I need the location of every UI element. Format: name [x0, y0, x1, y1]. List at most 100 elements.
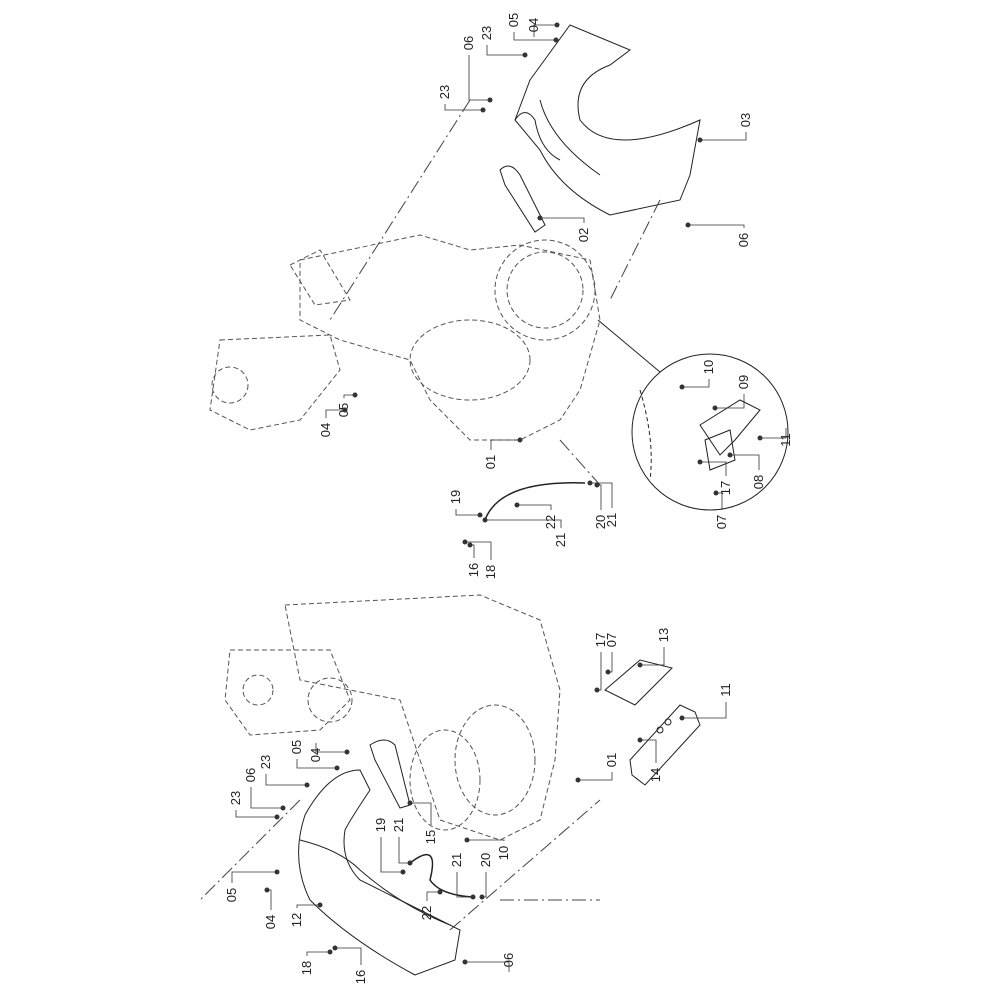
- callout-02: 02: [537, 215, 591, 242]
- fastener-marker: [605, 669, 611, 675]
- fastener-marker: [522, 52, 528, 58]
- callout-06: 06: [462, 953, 516, 972]
- callout-20: 20: [593, 482, 608, 529]
- plate-13-14: [604, 659, 701, 786]
- leader-line: [640, 647, 665, 666]
- callout-number: 15: [423, 830, 438, 844]
- callout-number: 14: [648, 768, 663, 782]
- callout-number: 21: [449, 853, 464, 867]
- callout-number: 10: [701, 360, 716, 374]
- callout-number: 02: [576, 228, 591, 242]
- leader-line: [380, 837, 403, 873]
- fastener-marker: [477, 512, 483, 518]
- leader-line: [485, 519, 562, 528]
- leader-line: [715, 394, 745, 409]
- callout-number: 09: [736, 375, 751, 389]
- callout-07: 07: [713, 490, 729, 529]
- cover-12: [298, 769, 461, 976]
- hose-22-lower: [409, 853, 474, 898]
- leader-line: [467, 839, 505, 841]
- callout-number: 22: [543, 515, 558, 529]
- callout-number: 20: [478, 853, 493, 867]
- fastener-marker: [274, 869, 280, 875]
- fastener-marker: [637, 662, 643, 668]
- leader-line: [267, 889, 272, 910]
- fastener-marker: [317, 902, 323, 908]
- leader-line: [265, 774, 307, 786]
- leader-line: [608, 652, 613, 673]
- leader-line: [455, 509, 480, 516]
- fastener-marker: [575, 777, 581, 783]
- callout-06: 06: [461, 36, 493, 103]
- callout-03: 03: [697, 113, 753, 143]
- callout-number: 18: [483, 565, 498, 579]
- leader-line: [296, 759, 337, 769]
- callout-number: 23: [258, 755, 273, 769]
- callout-number: 01: [604, 753, 619, 767]
- callout-number: 06: [736, 233, 751, 247]
- callout-12: 12: [289, 902, 323, 927]
- callout-number: 05: [289, 740, 304, 754]
- leader-line: [682, 702, 727, 719]
- fastener-marker: [594, 687, 600, 693]
- leader-line: [730, 454, 760, 470]
- callout-17: 17: [593, 633, 608, 693]
- leader-line: [468, 55, 490, 101]
- fastener-marker: [727, 452, 733, 458]
- callout-20: 20: [478, 853, 493, 900]
- leader-line: [410, 802, 432, 825]
- fastener-marker: [464, 837, 470, 843]
- leader-line: [444, 104, 483, 111]
- callout-number: 10: [496, 846, 511, 860]
- callout-number: 16: [353, 970, 368, 984]
- callout-number: 04: [263, 915, 278, 929]
- callout-06: 06: [243, 768, 286, 811]
- callout-16: 16: [466, 542, 481, 577]
- callout-16: 16: [332, 945, 368, 984]
- leader-line: [306, 951, 330, 956]
- callout-number: 18: [299, 961, 314, 975]
- leader-line: [540, 217, 585, 223]
- fastener-marker: [482, 517, 488, 523]
- leader-line: [640, 739, 657, 763]
- callout-14: 14: [637, 737, 663, 782]
- callout-number: 17: [718, 481, 733, 495]
- leader-line: [486, 45, 525, 56]
- callout-number: 06: [461, 36, 476, 50]
- fastener-marker: [334, 765, 340, 771]
- callout-17: 17: [697, 459, 733, 495]
- callout-23: 23: [437, 85, 486, 113]
- leader-line: [465, 961, 510, 972]
- callout-11: 11: [757, 428, 793, 447]
- leader-line: [517, 504, 552, 510]
- callout-number: 04: [318, 423, 333, 437]
- callout-number: 04: [526, 18, 541, 32]
- fastener-marker: [342, 407, 348, 413]
- callout-15: 15: [407, 800, 438, 844]
- callout-number: 21: [604, 513, 619, 527]
- callout-23: 23: [479, 26, 528, 58]
- leader-line: [760, 428, 787, 439]
- callout-18: 18: [462, 539, 498, 579]
- leader-line: [578, 772, 613, 781]
- lower-drive-assembly: [224, 594, 561, 841]
- callout-23: 23: [228, 791, 280, 820]
- callout-04: 04: [318, 407, 348, 437]
- fastener-marker: [480, 107, 486, 113]
- leader-line: [398, 837, 410, 864]
- fastener-marker: [594, 482, 600, 488]
- callout-22: 22: [419, 889, 443, 920]
- detail-view-circle: [597, 319, 789, 511]
- callout-10: 10: [464, 837, 511, 860]
- fastener-marker: [487, 97, 493, 103]
- fastener-marker: [280, 805, 286, 811]
- leader-line: [235, 810, 277, 818]
- callout-number: 07: [604, 633, 619, 647]
- bracket-02: [499, 165, 546, 233]
- leader-line: [296, 904, 320, 908]
- callout-number: 17: [593, 633, 608, 647]
- fastener-marker: [467, 542, 473, 548]
- center-lines: [199, 99, 661, 931]
